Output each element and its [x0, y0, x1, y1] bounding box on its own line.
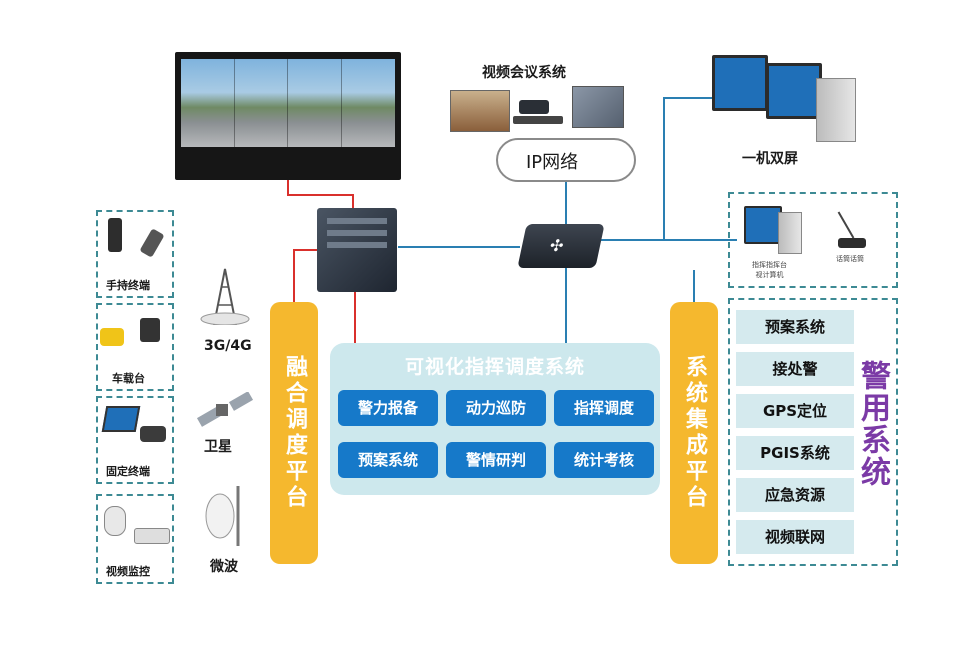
module-button[interactable]: 指挥调度	[554, 390, 654, 426]
integration-platform: 系统集成平台	[670, 302, 718, 564]
satellite-icon	[196, 391, 256, 428]
dome-camera-icon	[104, 506, 126, 536]
video-monitor-label: 视频监控	[106, 565, 150, 578]
module-button[interactable]: 警力报备	[338, 390, 438, 426]
cellular-label: 3G/4G	[204, 338, 252, 354]
police-item: GPS定位	[736, 394, 854, 428]
network-switch-icon: ✣	[517, 224, 605, 268]
fixed-terminal-box	[96, 396, 174, 484]
vehicle-icon	[100, 328, 124, 346]
fixed-terminal-label: 固定终端	[106, 465, 150, 478]
vehicle-label: 车载台	[112, 372, 145, 385]
ip-network-cloud	[496, 138, 636, 182]
dispatch-server-icon	[317, 208, 397, 292]
module-button[interactable]: 统计考核	[554, 442, 654, 478]
monitor-left-icon	[712, 55, 768, 111]
handheld-box	[96, 210, 174, 298]
laptop-icon	[101, 406, 141, 432]
police-item: 视频联网	[736, 520, 854, 554]
dispatch-terminal-box	[728, 192, 898, 288]
video-wall-screen	[181, 59, 395, 147]
vehicle-radio-icon	[140, 318, 160, 342]
vehicle-box	[96, 303, 174, 391]
microwave-dish-icon	[198, 486, 254, 546]
microwave-label: 微波	[210, 559, 238, 575]
microphone-label: 话筒话筒	[836, 255, 864, 263]
police-system-box	[728, 298, 898, 566]
terminal-monitor-icon	[744, 206, 782, 244]
conference-camera-icon	[513, 96, 565, 126]
handheld-radio-icon	[108, 218, 122, 252]
monitor-right-icon	[766, 63, 822, 119]
handheld-label: 手持终端	[106, 279, 150, 292]
terminal-tower-icon	[778, 212, 802, 254]
video-wall	[175, 52, 401, 180]
cell-tower-icon	[200, 265, 250, 326]
dual-screen-label: 一机双屏	[742, 151, 798, 167]
central-system-title: 可视化指挥调度系统	[404, 356, 585, 378]
police-item: PGIS系统	[736, 436, 854, 470]
module-button[interactable]: 动力巡防	[446, 390, 546, 426]
dispatch-pc-label: 指挥指挥台 视计算机	[752, 261, 787, 279]
conference-room-icon	[450, 90, 510, 132]
module-button[interactable]: 预案系统	[338, 442, 438, 478]
video-monitor-box	[96, 494, 174, 584]
pc-tower-icon	[816, 78, 856, 142]
satellite-label: 卫星	[204, 439, 232, 455]
switch-to-dualscreen-link	[663, 97, 712, 240]
conference-codec-icon	[572, 86, 624, 128]
wall-to-server-link	[287, 180, 354, 208]
video-conference-label: 视频会议系统	[482, 65, 566, 81]
fusion-platform: 融合调度平台	[270, 302, 318, 564]
bullet-camera-icon	[134, 528, 170, 544]
module-button[interactable]: 警情研判	[446, 442, 546, 478]
server-to-fusion-link	[293, 249, 317, 302]
police-item: 应急资源	[736, 478, 854, 512]
ip-network-label: IP网络	[526, 152, 579, 173]
police-item: 接处警	[736, 352, 854, 386]
police-item: 预案系统	[736, 310, 854, 344]
police-system-title: 警用系统	[855, 360, 890, 488]
desk-phone-icon	[140, 426, 166, 442]
